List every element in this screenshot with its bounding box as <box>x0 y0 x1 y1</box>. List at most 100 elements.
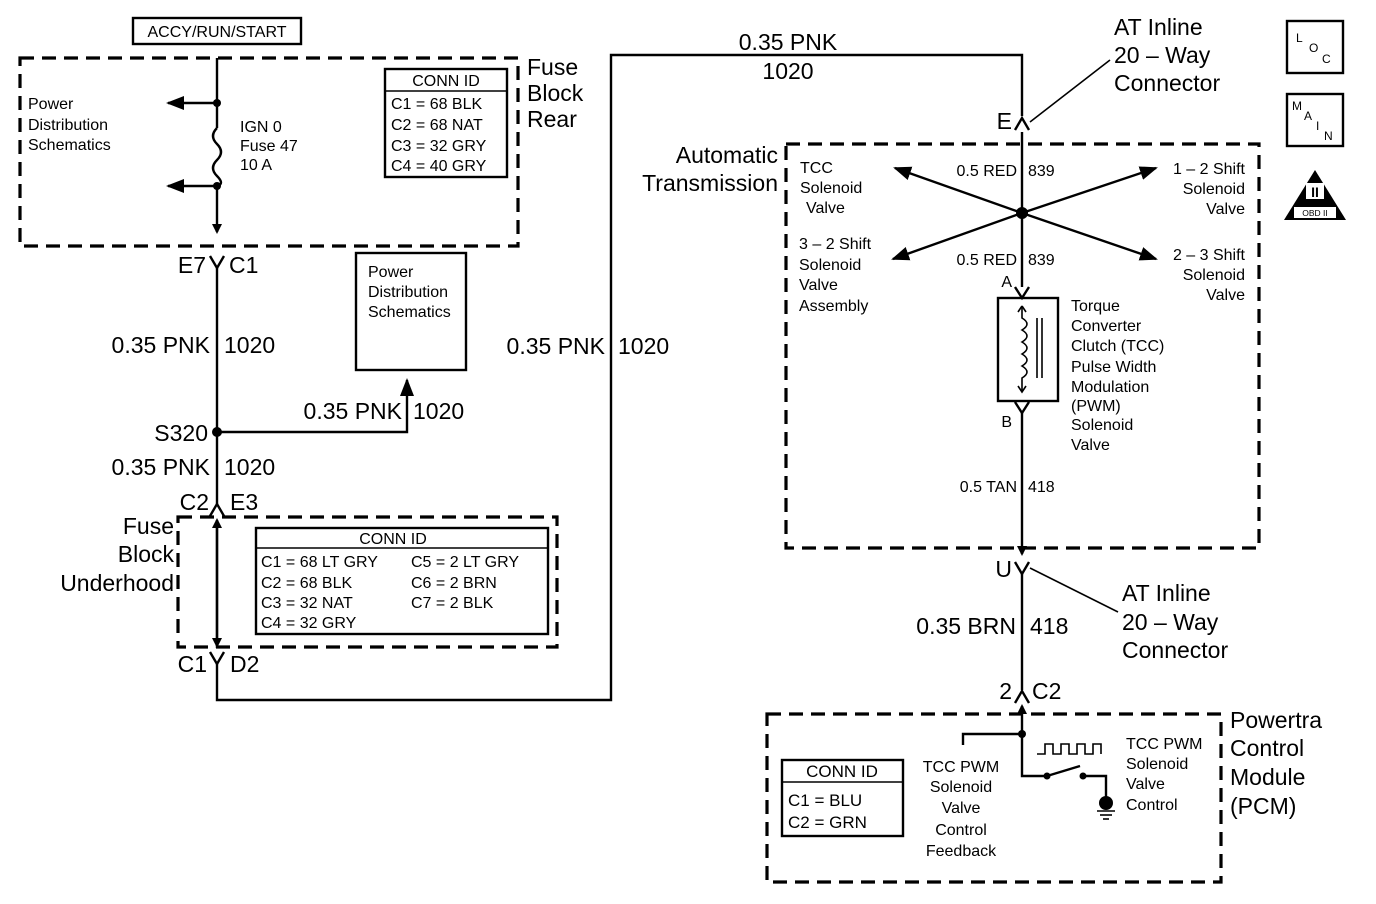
pwm-label-7: Solenoid <box>1071 417 1133 434</box>
at-inline-top-label-1: AT Inline <box>1114 14 1203 40</box>
at-inline-top-connector <box>1013 115 1031 131</box>
wire-1020-lower-circuit: 1020 <box>224 454 275 480</box>
wire-1020-to-power-dist <box>217 378 414 434</box>
rear-conn-id-table <box>383 67 509 179</box>
fuse-label-2: Fuse 47 <box>240 138 298 155</box>
pcm-driver-wire <box>1020 734 1046 778</box>
rear-power-dist-2: Distribution <box>28 117 108 134</box>
pwm-solenoid-pin-a <box>1013 286 1031 301</box>
main-icon[interactable]: M A I N <box>1285 92 1345 148</box>
rear-pin-left: E7 <box>178 252 206 278</box>
red-top-gauge: 0.5 RED <box>957 163 1017 180</box>
shift-2-3-label-3: Valve <box>1206 287 1245 304</box>
underhood-conn-row: C1 = 68 LT GRY <box>261 554 378 571</box>
at-inline-bottom-label-1: AT Inline <box>1122 580 1211 606</box>
rear-power-dist-1: Power <box>28 96 74 113</box>
tan-gauge: 0.5 TAN <box>960 479 1017 496</box>
red-top-circuit: 839 <box>1028 163 1055 180</box>
loc-icon-o: O <box>1309 41 1318 55</box>
tcc-solenoid-2: Solenoid <box>800 180 862 197</box>
obd-ii-text: OBD II <box>1302 208 1328 218</box>
underhood-conn-row: C2 = 68 BLK <box>261 575 353 592</box>
main-icon-n: N <box>1324 129 1333 143</box>
at-inline-bottom-label-3: Connector <box>1122 637 1228 663</box>
pcm-conn-row: C2 = GRN <box>788 813 867 832</box>
underhood-bottom-connector <box>208 651 226 667</box>
pwm-label-8: Valve <box>1071 437 1110 454</box>
wire-1020-branch-gauge: 0.35 PNK <box>304 398 403 424</box>
automatic-transmission-label-2: Transmission <box>642 170 778 196</box>
pwm-label-6: (PWM) <box>1071 398 1121 415</box>
underhood-bottom-pin-left: C1 <box>178 651 207 677</box>
obd-ii-numeral: II <box>1311 184 1319 200</box>
control-label-1: TCC PWM <box>1126 736 1202 753</box>
shift-2-3-label-2: Solenoid <box>1183 267 1245 284</box>
pwm-label-2: Converter <box>1071 318 1142 335</box>
loc-icon[interactable]: L O C <box>1285 19 1345 75</box>
main-icon-m: M <box>1292 99 1302 113</box>
power-dist-box <box>354 251 468 372</box>
fuse-block-rear-label-2: Block <box>527 80 584 106</box>
fuse-block-underhood-label-2: Block <box>118 541 175 567</box>
feedback-label-3: Valve <box>942 800 981 817</box>
pwm-solenoid-coil <box>1020 306 1028 392</box>
pwm-label-3: Clutch (TCC) <box>1071 338 1164 355</box>
ignition-box <box>131 16 303 46</box>
pcm-conn-id-title: CONN ID <box>806 762 878 781</box>
fuse-block-rear-label-1: Fuse <box>527 54 578 80</box>
wire-1020-vertical-circuit: 1020 <box>618 333 669 359</box>
pcm-ground-wire <box>1083 774 1108 800</box>
pwm-solenoid-body <box>996 296 1060 403</box>
at-inline-top-label-3: Connector <box>1114 70 1220 96</box>
red-bottom-gauge: 0.5 RED <box>957 252 1017 269</box>
rear-conn-row: C3 = 32 GRY <box>391 138 487 155</box>
shift-1-2-label-1: 1 – 2 Shift <box>1173 161 1246 178</box>
control-label-4: Control <box>1126 797 1178 814</box>
arrow-3-2-shift <box>891 211 1023 261</box>
fuse-block-rear-label-3: Rear <box>527 106 577 132</box>
fuse-label-1: IGN 0 <box>240 119 282 136</box>
rear-conn-id-title: CONN ID <box>412 73 480 90</box>
wire-1020-vertical-gauge: 0.35 PNK <box>507 333 606 359</box>
tcc-solenoid-1: TCC <box>800 160 833 177</box>
main-icon-i: I <box>1316 119 1319 133</box>
rear-connector-symbol <box>208 255 226 271</box>
arrow-2-3-shift <box>1021 211 1158 261</box>
shift-3-2-label-4: Assembly <box>799 298 868 315</box>
shift-3-2-label-2: Solenoid <box>799 257 861 274</box>
at-inline-top-pin: E <box>997 108 1012 134</box>
wire-1020-to-transmission <box>215 53 1024 702</box>
shift-1-2-label-3: Valve <box>1206 201 1245 218</box>
rear-pin-right: C1 <box>229 252 258 278</box>
obd-ii-icon[interactable]: II OBD II <box>1284 170 1346 220</box>
underhood-conn-row: C7 = 2 BLK <box>411 595 494 612</box>
tan-circuit: 418 <box>1028 479 1055 496</box>
wire-418-circuit: 418 <box>1030 613 1068 639</box>
automatic-transmission-label-1: Automatic <box>676 142 778 168</box>
pcm-ground-node <box>1099 796 1113 810</box>
wire-1020-circuit: 1020 <box>224 332 275 358</box>
underhood-conn-row: C3 = 32 NAT <box>261 595 353 612</box>
arrow-1-2-shift <box>1021 166 1158 215</box>
pin-b: B <box>1001 414 1012 431</box>
arrow-tcc-solenoid <box>893 166 1023 215</box>
pcm-label-1: Powertra <box>1230 707 1322 733</box>
feedback-label-5: Feedback <box>926 843 997 860</box>
fuse-block-underhood-outline <box>176 515 559 649</box>
at-inline-top-label-2: 20 – Way <box>1114 42 1211 68</box>
wire-1020-top-circuit: 1020 <box>762 58 813 84</box>
fuse-label-3: 10 A <box>240 157 272 174</box>
shift-3-2-label-3: Valve <box>799 277 838 294</box>
pcm-label-2: Control <box>1230 735 1304 761</box>
pwm-label-4: Pulse Width <box>1071 359 1156 376</box>
feedback-label-4: Control <box>935 822 987 839</box>
rear-conn-row: C1 = 68 BLK <box>391 96 483 113</box>
underhood-conn-row: C5 = 2 LT GRY <box>411 554 519 571</box>
tcc-solenoid-3: Valve <box>806 200 845 217</box>
at-inline-bottom-leader <box>1029 567 1119 613</box>
underhood-top-pin-right: E3 <box>230 489 258 515</box>
ignition-label: ACCY/RUN/START <box>148 24 287 41</box>
pcm-label-3: Module <box>1230 764 1305 790</box>
underhood-conn-id-table <box>254 526 550 636</box>
